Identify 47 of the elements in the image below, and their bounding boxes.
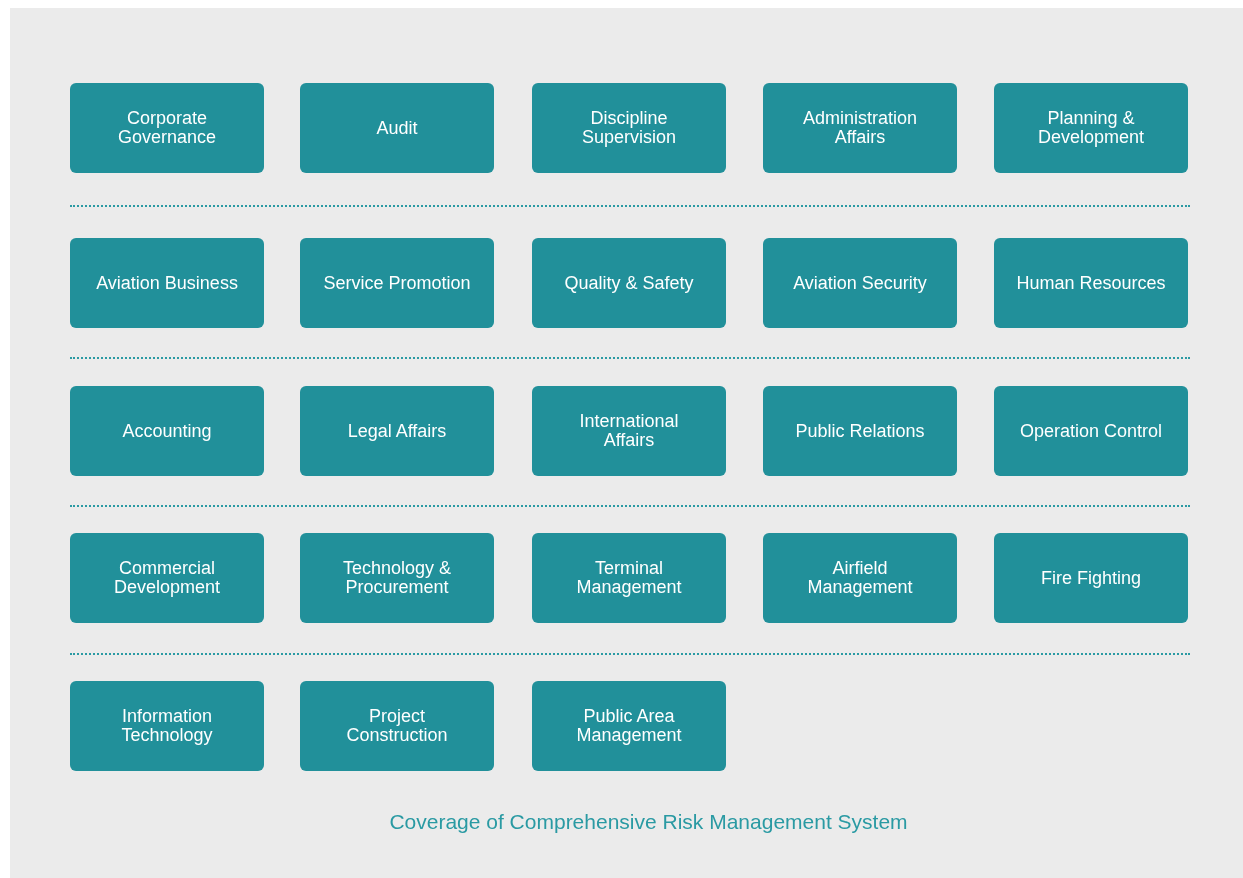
department-label: Project Construction — [345, 707, 449, 745]
department-label: Public Area Management — [575, 707, 683, 745]
department-box — [532, 83, 726, 173]
caption: Coverage of Comprehensive Risk Management System — [388, 810, 909, 834]
department-box — [532, 238, 726, 328]
department-label: Fire Fighting — [1040, 568, 1141, 588]
department-label: Discipline Supervision — [580, 109, 678, 147]
department-box — [763, 533, 957, 623]
department-label: Accounting — [122, 421, 212, 441]
department-label: Service Promotion — [323, 273, 471, 293]
department-label: Administration Affairs — [801, 109, 918, 147]
department-box — [300, 386, 494, 476]
department-label: Commercial Development — [112, 559, 222, 597]
department-box — [532, 533, 726, 623]
department-box — [300, 83, 494, 173]
department-box — [70, 386, 264, 476]
department-label: Information Technology — [120, 707, 214, 745]
department-label: Airfield Management — [806, 559, 914, 597]
department-box — [763, 238, 957, 328]
department-box — [300, 533, 494, 623]
department-box — [70, 533, 264, 623]
department-box — [70, 681, 264, 771]
department-label: Technology & Procurement — [341, 559, 453, 597]
department-label: Corporate Governance — [116, 109, 218, 147]
department-box — [300, 238, 494, 328]
department-label: International Affairs — [578, 412, 680, 450]
department-box — [300, 681, 494, 771]
department-box — [994, 238, 1188, 328]
department-label: Planning & Development — [1036, 109, 1146, 147]
department-box — [70, 238, 264, 328]
department-box — [532, 386, 726, 476]
department-label: Public Relations — [795, 421, 925, 441]
department-label: Quality & Safety — [564, 273, 694, 293]
department-label: Operation Control — [1019, 421, 1163, 441]
department-label: Aviation Business — [96, 273, 238, 293]
department-label: Legal Affairs — [347, 421, 447, 441]
department-label: Human Resources — [1016, 273, 1166, 293]
department-box — [763, 386, 957, 476]
department-box — [70, 83, 264, 173]
department-label: Aviation Security — [793, 273, 927, 293]
department-label: Terminal Management — [575, 559, 683, 597]
department-box — [994, 533, 1188, 623]
department-box — [994, 386, 1188, 476]
department-box — [532, 681, 726, 771]
department-box — [994, 83, 1188, 173]
department-box — [763, 83, 957, 173]
department-label: Audit — [376, 118, 418, 138]
